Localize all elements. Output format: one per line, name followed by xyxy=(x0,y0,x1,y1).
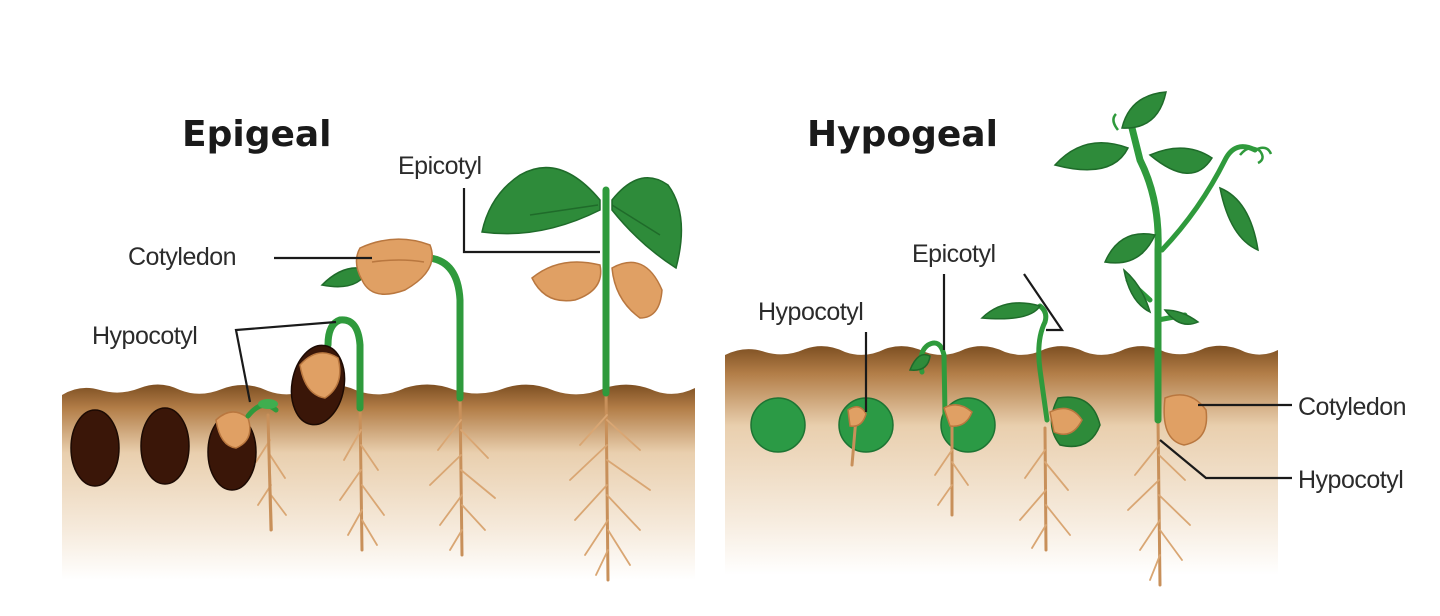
hypogeal-hypocotyl-bottom-label: Hypocotyl xyxy=(1298,466,1403,494)
hypogeal-soil xyxy=(725,345,1278,575)
epigeal-hypocotyl-label: Hypocotyl xyxy=(92,322,197,350)
epigeal-cotyledon-label: Cotyledon xyxy=(128,243,236,271)
epigeal-stage-4 xyxy=(290,316,385,552)
hypogeal-title: Hypogeal xyxy=(807,114,998,155)
hypogeal-epicotyl-leader-b xyxy=(1023,273,1065,332)
epigeal-epicotyl-leader xyxy=(462,188,600,254)
epigeal-stage-3 xyxy=(207,399,287,532)
seed xyxy=(140,407,190,485)
hypogeal-panel: Hypogeal Hypocotyl Epicotyl Cotyledon Hy… xyxy=(725,91,1407,587)
epigeal-epicotyl-label: Epicotyl xyxy=(398,152,482,180)
epigeal-stage-6 xyxy=(481,166,683,582)
hypogeal-stage-3 xyxy=(908,340,996,517)
hypogeal-hypocotyl-bottom-leader xyxy=(1159,439,1292,480)
epigeal-hypocotyl-leader xyxy=(234,320,337,403)
pea-seed xyxy=(750,397,806,453)
epigeal-panel: Epigeal Epicotyl Cotyledon Hypocotyl xyxy=(62,114,695,582)
hypogeal-hypocotyl-top-label: Hypocotyl xyxy=(758,298,863,326)
epigeal-title: Epigeal xyxy=(182,114,332,155)
seed xyxy=(70,409,120,487)
hypogeal-stage-4 xyxy=(980,302,1101,552)
hypogeal-epicotyl-label: Epicotyl xyxy=(912,240,996,268)
hypogeal-cotyledon-label: Cotyledon xyxy=(1298,393,1406,421)
epigeal-stage-5 xyxy=(320,238,496,557)
hypogeal-stage-5 xyxy=(1053,91,1273,587)
hypogeal-stage-2 xyxy=(838,397,894,467)
